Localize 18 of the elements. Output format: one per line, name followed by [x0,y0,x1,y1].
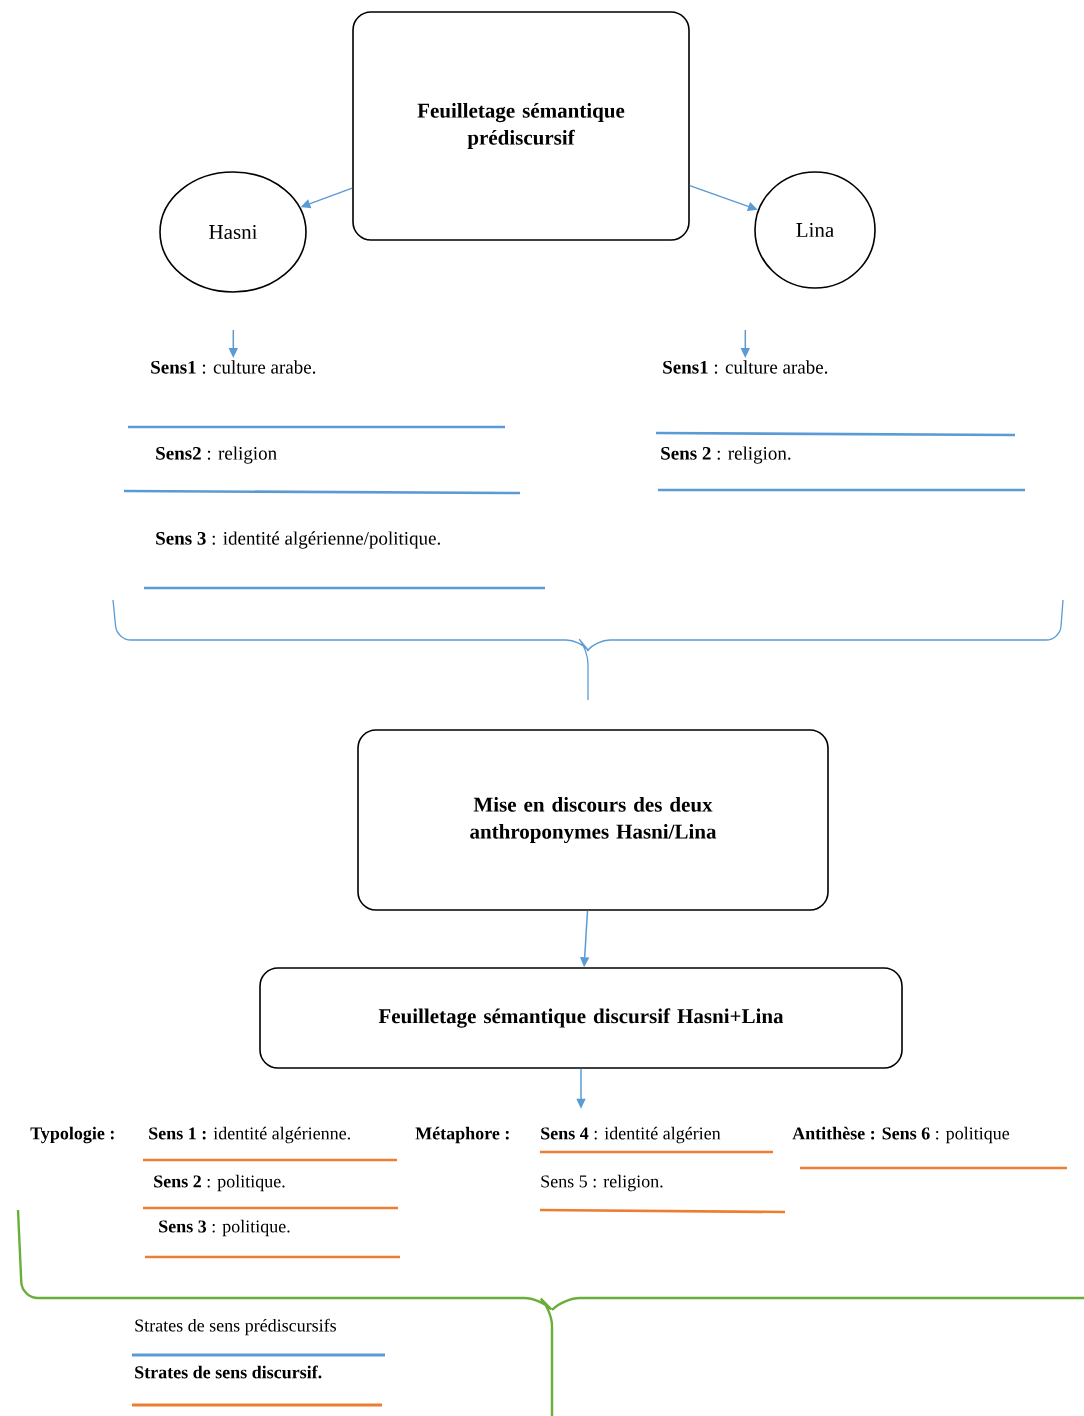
sense-text: Métaphore : [415,1126,509,1144]
sense-text: Sens1 : culture arabe. [151,360,316,374]
sense-text: Sens2 : religion [156,446,277,464]
rounded-box: Feuilletage sémantique prédiscursif [352,11,690,241]
sense-text: Sens 4 : identité algérien [541,1126,721,1144]
sense-text: Antithèse : Sens 6 : politique [792,1126,1010,1144]
legend-text: Strates de sens discursif. [135,1365,322,1379]
sense-text: Sens 5 : religion. [541,1174,663,1192]
sense-text: Sens 2 : religion. [661,446,791,464]
sense-text: Sens 1 : identité algérienne. [149,1126,350,1144]
sense-text: Sens 3 : identité algérienne/politique. [156,531,440,549]
sense-text: Sens1 : culture arabe. [663,360,828,374]
rounded-box: Mise en discours des deux anthroponymes Hasni/Lina [357,729,829,911]
sense-text: Sens 2 : politique. [154,1174,285,1192]
rounded-box: Feuilletage sémantique discursif Hasni+Lina [259,967,903,1069]
sense-text: Sens 3 : politique. [159,1219,290,1237]
sense-text: Typologie : [30,1126,114,1144]
legend-text: Strates de sens prédiscursifs [135,1318,336,1336]
